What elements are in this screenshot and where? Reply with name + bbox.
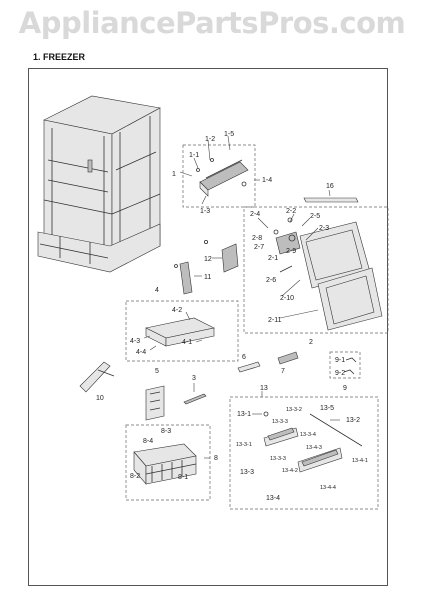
callout-10: 10 xyxy=(96,395,104,402)
callout-8-4: 8-4 xyxy=(143,438,153,445)
callout-12: 12 xyxy=(204,256,212,263)
callout-13-3-3: 13-3-3 xyxy=(270,456,286,462)
part-3-rod-drawing xyxy=(183,383,207,405)
section-title: 1. FREEZER xyxy=(33,52,86,62)
callout-2-10: 2-10 xyxy=(280,295,294,302)
callout-13-3-2: 13-3-2 xyxy=(286,407,302,413)
part-11-12-drawing xyxy=(174,239,239,295)
diagram-frame xyxy=(28,68,388,586)
part-16-strip-drawing xyxy=(303,189,359,203)
callout-13-1: 13-1 xyxy=(237,411,251,418)
callout-2-7: 2-7 xyxy=(254,244,264,251)
part-4-drawer-drawing xyxy=(125,300,239,362)
callout-1: 1 xyxy=(172,171,176,178)
callout-3: 3 xyxy=(192,375,196,382)
callout-4-2: 4-2 xyxy=(172,307,182,314)
callout-1-2: 1-2 xyxy=(205,136,215,143)
part-9-drawing xyxy=(329,351,361,379)
callout-8-3: 8-3 xyxy=(161,428,171,435)
callout-2-9: 2-9 xyxy=(286,248,296,255)
callout-13-4-1: 13-4-1 xyxy=(352,458,368,464)
refrigerator-cabinet-drawing xyxy=(37,95,161,273)
callout-13-3-1: 13-3-1 xyxy=(236,442,252,448)
part-8-basket-drawing xyxy=(125,424,211,501)
callout-13-4-2: 13-4-2 xyxy=(282,468,298,474)
callout-13: 13 xyxy=(260,385,268,392)
callout-13-4-3: 13-4-3 xyxy=(306,445,322,451)
part-13-assembly-drawing xyxy=(229,391,379,510)
callout-13-3-3-top: 13-3-3 xyxy=(272,419,288,425)
callout-4-1: 4-1 xyxy=(182,339,192,346)
callout-1-3: 1-3 xyxy=(200,208,210,215)
callout-1-5: 1-5 xyxy=(224,131,234,138)
callout-1-1: 1-1 xyxy=(189,152,199,159)
callout-2: 2 xyxy=(309,339,313,346)
callout-13-4-4: 13-4-4 xyxy=(320,485,336,491)
watermark: AppliancePartsPros.com xyxy=(18,6,406,40)
callout-6: 6 xyxy=(242,354,246,361)
callout-4-3: 4-3 xyxy=(130,338,140,345)
callout-13-4: 13-4 xyxy=(266,495,280,502)
callout-2-11: 2-11 xyxy=(268,317,282,324)
callout-13-3: 13-3 xyxy=(240,469,254,476)
callout-2-4: 2-4 xyxy=(250,211,260,218)
callout-2-5: 2-5 xyxy=(310,213,320,220)
callout-11: 11 xyxy=(204,274,211,281)
callout-8-2: 8-2 xyxy=(130,473,140,480)
part-6-7-drawing xyxy=(237,351,299,373)
callout-9-2: 9-2 xyxy=(335,370,345,377)
callout-9-1: 9-1 xyxy=(335,357,345,364)
callout-2-2: 2-2 xyxy=(286,208,296,215)
callout-4: 4 xyxy=(155,287,159,294)
callout-9: 9 xyxy=(343,385,347,392)
callout-8: 8 xyxy=(214,455,218,462)
callout-13-5: 13-5 xyxy=(320,405,334,412)
part-5-filter-drawing xyxy=(145,385,165,421)
callout-13-2: 13-2 xyxy=(346,417,360,424)
callout-1-4: 1-4 xyxy=(262,177,272,184)
part-10-drawing xyxy=(79,361,115,393)
callout-7: 7 xyxy=(281,368,285,375)
callout-2-8: 2-8 xyxy=(252,235,262,242)
part-2-assembly-drawing xyxy=(243,206,389,334)
part-1-assembly-drawing xyxy=(179,135,260,208)
callout-2-6: 2-6 xyxy=(266,277,276,284)
callout-8-1: 8-1 xyxy=(178,474,188,481)
callout-2-1: 2-1 xyxy=(268,255,278,262)
callout-16: 16 xyxy=(326,183,334,190)
callout-13-3-4: 13-3-4 xyxy=(300,432,316,438)
callout-2-3: 2-3 xyxy=(319,225,329,232)
callout-5: 5 xyxy=(155,368,159,375)
callout-4-4: 4-4 xyxy=(136,349,146,356)
